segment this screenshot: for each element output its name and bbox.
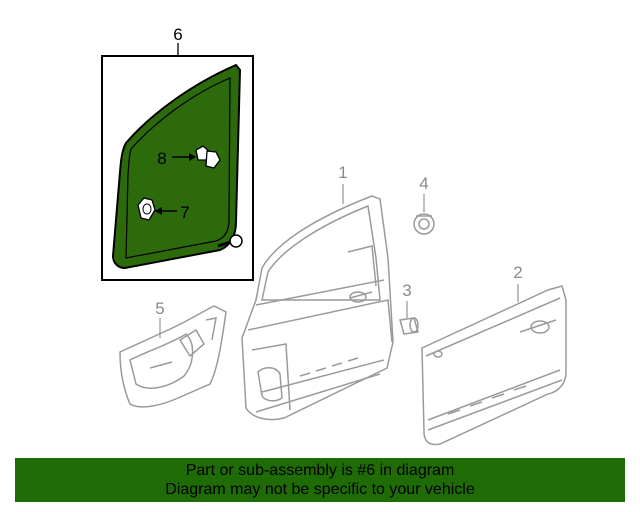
callout-2: 2 [513,263,522,282]
callout-3: 3 [402,281,411,300]
clip-part-7[interactable] [137,197,177,221]
callout-6: 6 [173,25,182,44]
callout-4: 4 [419,174,428,193]
grommet-part-4[interactable] [413,213,435,235]
banner-line-2: Diagram may not be specific to your vehi… [165,481,475,498]
door-shell[interactable] [241,195,394,421]
outer-panel-part-2[interactable] [421,285,567,446]
callout-1: 1 [338,163,347,182]
banner-line-1: Part or sub-assembly is #6 in diagram [185,462,455,479]
callout-8: 8 [157,149,166,168]
callout-5: 5 [155,299,164,318]
bolt-icon [217,234,243,248]
clip-part-8[interactable] [172,145,221,169]
plug-part-3[interactable] [399,317,419,335]
liner-part-5[interactable] [119,305,227,408]
info-banner: Part or sub-assembly is #6 in diagram Di… [15,458,625,502]
callout-7: 7 [180,203,189,222]
